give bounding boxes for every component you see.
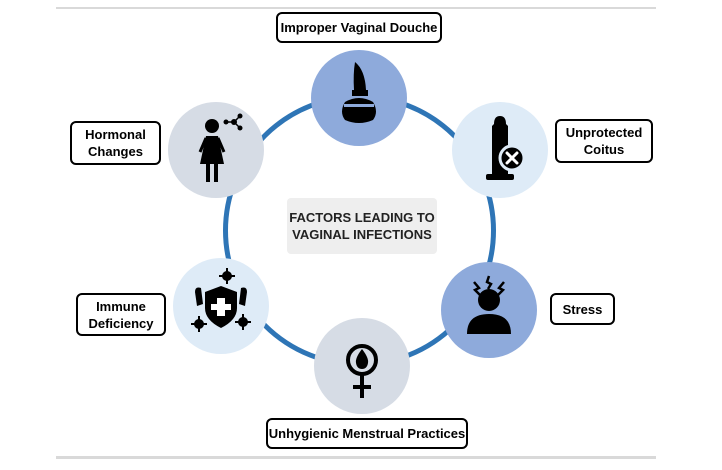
venus-drop-icon bbox=[346, 344, 378, 398]
immune-label: Immune Deficiency bbox=[76, 293, 166, 336]
coitus-node bbox=[452, 102, 548, 198]
stress-label: Stress bbox=[550, 293, 615, 325]
douche-label: Improper Vaginal Douche bbox=[276, 12, 442, 43]
menstrual-label: Unhygienic Menstrual Practices bbox=[266, 418, 468, 449]
bottom-divider bbox=[56, 456, 656, 459]
hormonal-node bbox=[168, 102, 264, 198]
stress-node bbox=[441, 262, 537, 358]
shield-germs-icon bbox=[191, 268, 251, 332]
top-divider bbox=[56, 7, 656, 9]
douche-bulb-icon bbox=[342, 62, 376, 123]
woman-molecule-icon bbox=[198, 113, 243, 182]
immune-node bbox=[173, 258, 269, 354]
douche-node bbox=[311, 50, 407, 146]
center-title: FACTORS LEADING TO VAGINAL INFECTIONS bbox=[287, 198, 437, 254]
hormonal-label: Hormonal Changes bbox=[70, 121, 161, 165]
coitus-label: Unprotected Coitus bbox=[555, 119, 653, 163]
menstrual-node bbox=[314, 318, 410, 414]
stressed-person-icon bbox=[467, 275, 511, 334]
condom-cross-icon bbox=[486, 116, 526, 180]
